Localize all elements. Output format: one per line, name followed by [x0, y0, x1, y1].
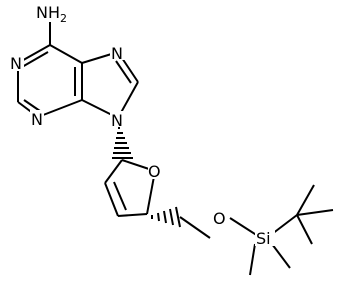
atom-labels: NH2 N N N N O O Si [10, 2, 275, 248]
bond-c2-c1 [104, 159, 123, 184]
bond-si-methyl-b [271, 243, 291, 269]
bond-c6-n1-inner [21, 51, 49, 68]
hashed-wedge-n9-c1 [112, 127, 133, 159]
bond-n7-c8-inner [115, 60, 132, 84]
bond-c5-ether-o [179, 216, 211, 239]
bond-tbu-methyl-3 [296, 214, 313, 245]
ring-oxygen-label: O [148, 162, 161, 181]
bond-c3-c2-inner [113, 181, 127, 211]
hashed-wedge-c4-c5 [151, 206, 181, 228]
bond-n3-c4 [37, 99, 83, 118]
amine-label: NH2 [36, 3, 67, 25]
bond-tbu-methyl-2 [296, 209, 334, 216]
bond-si-methyl-a [249, 243, 256, 276]
bond-c4-c3 [117, 213, 148, 217]
n1-label: N [10, 54, 22, 73]
ether-oxygen-label: O [213, 209, 226, 228]
silicon-label: Si [256, 229, 271, 248]
bond-si-tbutyl [271, 214, 298, 235]
bond-c3-c2 [104, 182, 119, 217]
n7-label: N [111, 44, 123, 63]
bond-tbu-methyl-1 [296, 184, 315, 216]
bond-c2-n3-inner [23, 99, 41, 112]
bond-c5-c6 [49, 44, 83, 64]
n9-label: N [111, 111, 123, 130]
bonds [17, 22, 334, 276]
bond-ether-o-si [229, 217, 259, 237]
n3-label: N [31, 110, 43, 129]
